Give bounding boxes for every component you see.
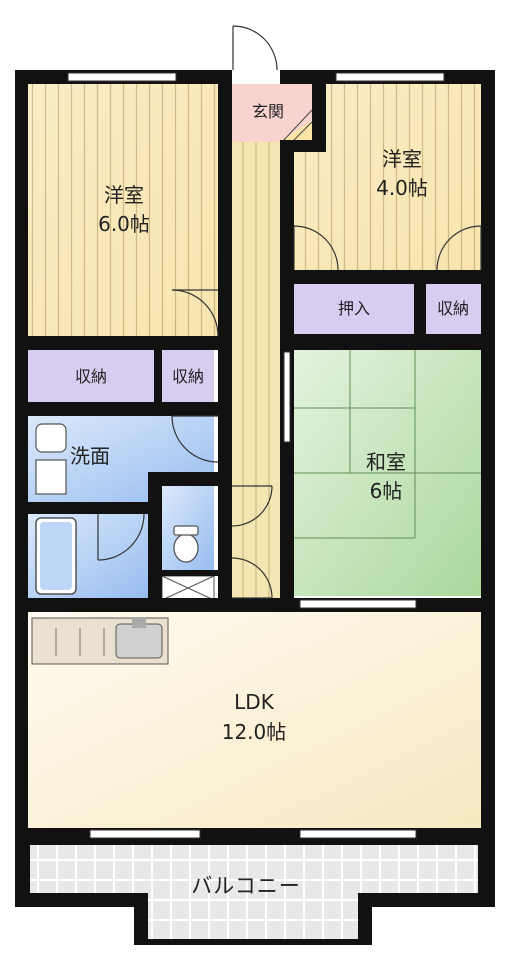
western-room-2-size: 4.0帖 xyxy=(376,176,428,200)
closet-oshiire xyxy=(294,284,414,334)
door-swings xyxy=(97,25,482,599)
storage-mid xyxy=(162,350,214,402)
pipe-shaft xyxy=(161,575,215,601)
western-room-1-size: 6.0帖 xyxy=(98,212,150,236)
balcony xyxy=(30,845,478,939)
ldk-size: 12.0帖 xyxy=(222,720,287,744)
toilet-room xyxy=(162,486,214,570)
storage-right-label: 収納 xyxy=(437,299,469,318)
japanese-room xyxy=(294,350,481,596)
storage-left-label: 収納 xyxy=(75,367,107,386)
storage-left xyxy=(28,350,154,402)
entrance xyxy=(232,84,313,143)
western-room-2-name: 洋室 xyxy=(382,147,422,171)
storage-right xyxy=(426,284,481,334)
japanese-room-name: 和室 xyxy=(366,450,406,474)
japanese-room-size: 6帖 xyxy=(370,479,403,503)
closet-oshiire-label: 押入 xyxy=(338,299,370,318)
washroom-label: 洗面 xyxy=(70,444,110,468)
ldk-name: LDK xyxy=(234,690,275,714)
hallway-stripes xyxy=(242,140,270,600)
storage-mid-label: 収納 xyxy=(172,367,204,386)
entrance-label: 玄関 xyxy=(252,102,284,121)
windows xyxy=(67,72,445,839)
walls xyxy=(15,70,495,945)
western-room-1-name: 洋室 xyxy=(104,183,144,207)
bathtub-room xyxy=(28,514,148,598)
ldk xyxy=(28,612,481,828)
western-room-1 xyxy=(28,84,218,336)
balcony-label: バルコニー xyxy=(191,874,301,898)
